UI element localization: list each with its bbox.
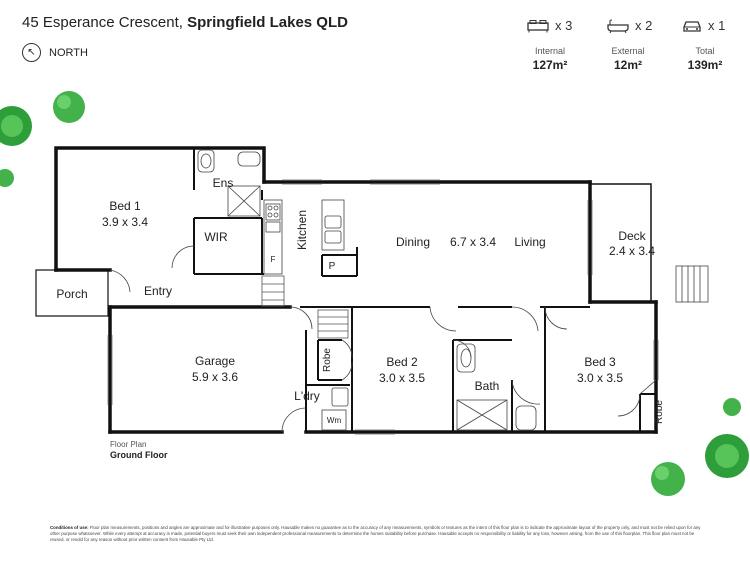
fridge-label: F <box>271 255 276 264</box>
bed1-label: Bed 1 <box>109 199 141 213</box>
suburb: Springfield Lakes QLD <box>187 14 348 31</box>
bed2-size: 3.0 x 3.5 <box>379 371 425 385</box>
external-area: External 12m² <box>611 46 645 72</box>
tree-icon <box>705 434 749 478</box>
exterior-walls <box>54 146 658 434</box>
conditions-text: Floor plan measurements, positions and a… <box>50 525 701 542</box>
conditions-heading: Conditions of use: <box>50 525 89 530</box>
tree-icon <box>53 91 85 123</box>
interior-walls <box>193 148 656 432</box>
living-label: Living <box>514 235 545 249</box>
conditions-of-use: Conditions of use: Floor plan measuremen… <box>50 525 705 543</box>
deck-size: 2.4 x 3.4 <box>609 244 655 258</box>
robe-divider <box>639 379 657 395</box>
entry-label: Entry <box>144 284 172 298</box>
entry-steps <box>261 275 349 339</box>
caption-line1: Floor Plan <box>110 440 147 449</box>
kitchen-label: Kitchen <box>295 210 309 250</box>
garage-label: Garage <box>195 354 235 368</box>
caption-line2: Ground Floor <box>110 450 168 460</box>
tree-icon <box>651 462 685 496</box>
laundry-fixtures <box>321 387 349 431</box>
porch-label: Porch <box>56 287 87 301</box>
door-swings <box>109 245 641 433</box>
tree-icon <box>723 398 741 416</box>
bed3-size: 3.0 x 3.5 <box>577 371 623 385</box>
ensuite-fixtures <box>197 149 261 217</box>
property-address: 45 Esperance Crescent, Springfield Lakes… <box>22 14 348 31</box>
total-area: Total 139m² <box>687 46 723 72</box>
tree-icon <box>0 106 32 146</box>
car-count: x 1 <box>682 18 725 33</box>
internal-area: Internal 127m² <box>532 46 568 72</box>
room-count-summary: x 3 x 2 x 1 <box>527 18 742 40</box>
north-indicator: ↖ NORTH <box>22 43 88 62</box>
dining-label: Dining <box>396 235 430 249</box>
floor-plan-caption: Floor Plan Ground Floor <box>110 439 168 461</box>
windows <box>107 179 659 435</box>
pantry-label: P <box>329 261 336 272</box>
laundry-label: L'dry <box>294 389 320 403</box>
living-size: 6.7 x 3.4 <box>450 235 496 249</box>
deck-stairs <box>675 265 709 303</box>
bed3-label: Bed 3 <box>584 355 616 369</box>
robe2-label: Robe <box>322 348 333 372</box>
tree-icon <box>0 169 14 187</box>
bed2-label: Bed 2 <box>386 355 418 369</box>
robe3-label: Robe <box>654 400 665 424</box>
bathroom-fixtures <box>456 343 537 431</box>
bathroom-count: x 2 <box>607 18 652 33</box>
deck-label: Deck <box>618 229 646 243</box>
wir-label: WIR <box>204 230 228 244</box>
kitchen-fixtures <box>263 199 345 275</box>
north-arrow-icon: ↖ <box>22 43 41 62</box>
bath-label: Bath <box>475 379 500 393</box>
garage-size: 5.9 x 3.6 <box>192 370 238 384</box>
wm-label: Wm <box>327 416 342 425</box>
north-label: NORTH <box>49 46 88 59</box>
street-address: 45 Esperance Crescent <box>22 14 179 31</box>
deck-outline <box>589 183 652 303</box>
bed1-size: 3.9 x 3.4 <box>102 215 148 229</box>
bath-icon <box>607 19 629 33</box>
bedroom-count: x 3 <box>527 18 572 33</box>
bed-icon <box>527 19 549 32</box>
ensuite-label: Ens <box>213 176 234 190</box>
car-icon <box>683 20 701 32</box>
